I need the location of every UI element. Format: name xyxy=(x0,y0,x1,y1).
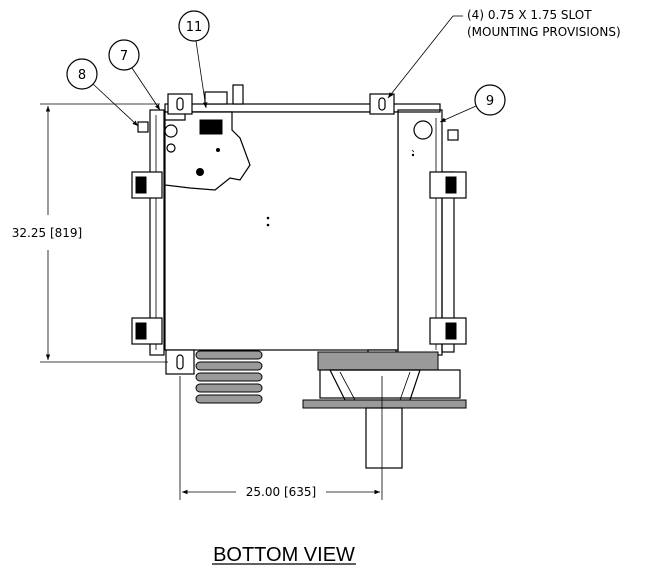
mounting-slot-bottom-left xyxy=(165,349,195,375)
slot-note-line2: (MOUNTING PROVISIONS) xyxy=(467,25,621,39)
callout-8-label: 8 xyxy=(78,68,86,83)
valve-assembly xyxy=(164,111,251,191)
mounting-slot-top-left xyxy=(167,93,193,115)
callout-11-label: 11 xyxy=(186,20,203,35)
callout-7 xyxy=(108,39,161,111)
slot-note-leader xyxy=(387,15,463,99)
callout-8 xyxy=(66,58,139,127)
callout-11 xyxy=(178,10,210,109)
width-dimension-label: 25.00 [635] xyxy=(246,485,316,499)
mounting-slot-top-right xyxy=(369,93,395,115)
callout-7-label: 7 xyxy=(120,49,128,64)
slot-note-line1: (4) 0.75 X 1.75 SLOT xyxy=(467,8,592,22)
left-side-panel xyxy=(131,109,165,356)
height-dimension xyxy=(40,103,168,363)
callout-9-label: 9 xyxy=(486,94,494,109)
heat-sink-fins xyxy=(195,350,263,404)
exhaust-assembly xyxy=(302,351,467,469)
view-title: BOTTOM VIEW xyxy=(213,544,355,566)
width-dimension xyxy=(179,376,383,500)
callout-9 xyxy=(439,84,506,123)
height-dimension-label: 32.25 [819] xyxy=(12,226,82,240)
right-side-panel xyxy=(397,109,467,356)
